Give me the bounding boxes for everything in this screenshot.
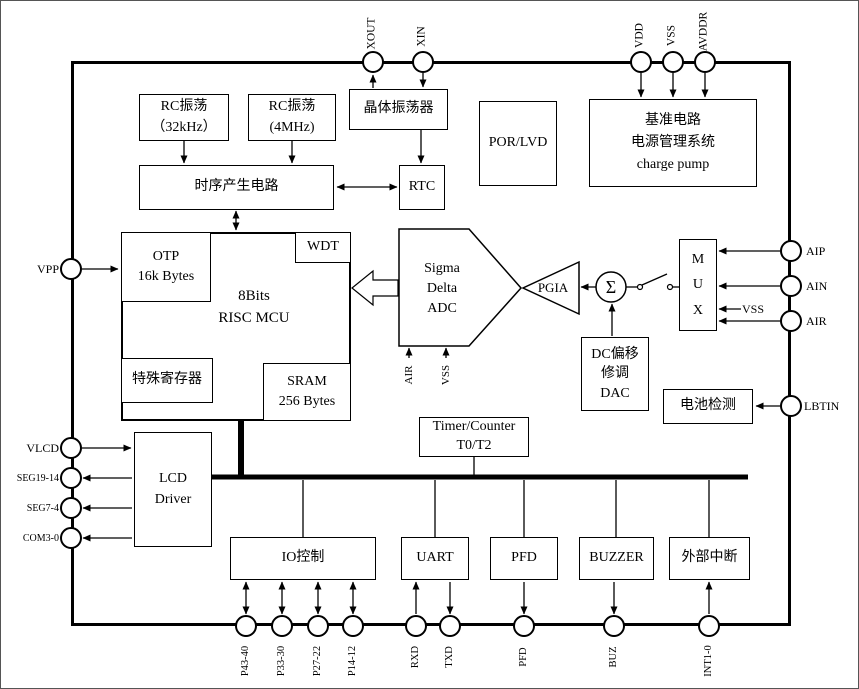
analog-switch: [626, 273, 679, 291]
pin-label-avddr: AVDDR: [697, 11, 710, 52]
pin-ain: [780, 275, 802, 297]
clock-arrows: [180, 130, 425, 231]
pin-p33-30: [271, 615, 293, 637]
pin-label-aip: AIP: [806, 244, 826, 258]
pin-circles: [60, 51, 802, 637]
pin-label-vpp: VPP: [36, 262, 59, 276]
pin-label-seg7-4: SEG7-4: [26, 503, 59, 514]
pin-label-txd: TXD: [444, 646, 455, 668]
block-timing-gen: 时序产生电路: [139, 165, 334, 210]
pin-label-com3-0: COM3-0: [22, 533, 59, 544]
pin-air: [780, 310, 802, 332]
pin-vdd: [630, 51, 652, 73]
block-lcd-driver: LCD Driver: [134, 432, 212, 547]
pin-label-seg19-14: SEG19-14: [16, 473, 59, 484]
pin-label-rxd: RXD: [410, 645, 421, 669]
pin-pfd: [513, 615, 535, 637]
label-adc-air: AIR: [403, 365, 415, 385]
bus-drops: [302, 457, 710, 537]
pin-aip: [780, 240, 802, 262]
pin-vpp: [60, 258, 82, 280]
block-special-reg: 特殊寄存器: [121, 358, 213, 403]
block-rc-osc-4m: RC振荡 (4MHz): [248, 94, 336, 141]
block-uart: UART: [401, 537, 469, 580]
pin-label-lbtin: LBTIN: [804, 399, 840, 413]
pin-rxd: [405, 615, 427, 637]
pin-vlcd: [60, 437, 82, 459]
lcd-pin-arrows: [82, 444, 132, 542]
pgia-label: PGIA: [537, 279, 569, 295]
pin-label-p27-22: P27-22: [312, 645, 323, 677]
pin-seg19-14: [60, 467, 82, 489]
block-battery-detect: 电池检测: [663, 389, 753, 424]
bottom-pin-arrows: [242, 581, 713, 615]
block-crystal-osc: 晶体振荡器: [349, 89, 448, 130]
sigma-delta-adc-shape: [398, 228, 523, 347]
pin-p27-22: [307, 615, 329, 637]
block-wdt: WDT: [295, 232, 351, 263]
pin-label-buz: BUZ: [608, 646, 619, 668]
pin-label-int1-0: INT1-0: [703, 645, 714, 677]
block-pfd: PFD: [490, 537, 558, 580]
block-buzzer: BUZZER: [579, 537, 654, 580]
pin-label-air: AIR: [806, 314, 827, 328]
block-rc-osc-32k: RC振荡 （32kHz）: [139, 94, 229, 141]
pin-p43-40: [235, 615, 257, 637]
block-por-lvd: POR/LVD: [479, 101, 557, 186]
pin-label-pfd: PFD: [518, 647, 529, 667]
system-bus: [212, 421, 748, 480]
analog-arrows: [405, 247, 780, 410]
block-ext-interrupt: 外部中断: [669, 537, 750, 580]
pin-buz: [603, 615, 625, 637]
pin-label-vdd: VDD: [633, 23, 646, 48]
pin-label-xin: XIN: [415, 26, 428, 47]
pin-label-p33-30: P33-30: [276, 645, 287, 677]
block-power-system: 基准电路 电源管理系统 charge pump: [589, 99, 757, 187]
block-timer-counter: Timer/Counter T0/T2: [419, 417, 529, 457]
block-mux: M U X: [679, 239, 717, 331]
label-adc-vss: VSS: [440, 364, 452, 386]
block-io-control: IO控制: [230, 537, 376, 580]
pin-label-xout: XOUT: [365, 17, 378, 50]
top-pin-arrows: [369, 73, 709, 98]
block-rtc: RTC: [399, 165, 445, 210]
pin-label-vss: VSS: [665, 24, 678, 47]
block-dc-offset-dac: DC偏移 修调 DAC: [581, 337, 649, 411]
pin-label-p43-40: P43-40: [240, 645, 251, 677]
mcu-core-label: 8Bits RISC MCU: [218, 288, 290, 326]
pin-seg7-4: [60, 497, 82, 519]
pin-label-vlcd: VLCD: [26, 441, 59, 455]
pgia-triangle: [521, 260, 580, 316]
pin-vss: [662, 51, 684, 73]
pin-int1-0: [698, 615, 720, 637]
pin-lbtin: [780, 395, 802, 417]
adc-to-mcu-hollow-arrow: [351, 269, 399, 307]
block-otp: OTP 16k Bytes: [121, 232, 211, 302]
pin-label-ain: AIN: [806, 279, 828, 293]
sigma-label: Σ: [605, 276, 617, 297]
adc-label: Sigma Delta ADC: [424, 260, 460, 317]
pin-com3-0: [60, 527, 82, 549]
block-sram: SRAM 256 Bytes: [263, 363, 351, 421]
pin-txd: [439, 615, 461, 637]
pin-label-p14-12: P14-12: [347, 645, 358, 677]
pin-xin: [412, 51, 434, 73]
pin-xout: [362, 51, 384, 73]
pin-avddr: [694, 51, 716, 73]
pin-p14-12: [342, 615, 364, 637]
label-mux-vss: VSS: [742, 302, 765, 316]
